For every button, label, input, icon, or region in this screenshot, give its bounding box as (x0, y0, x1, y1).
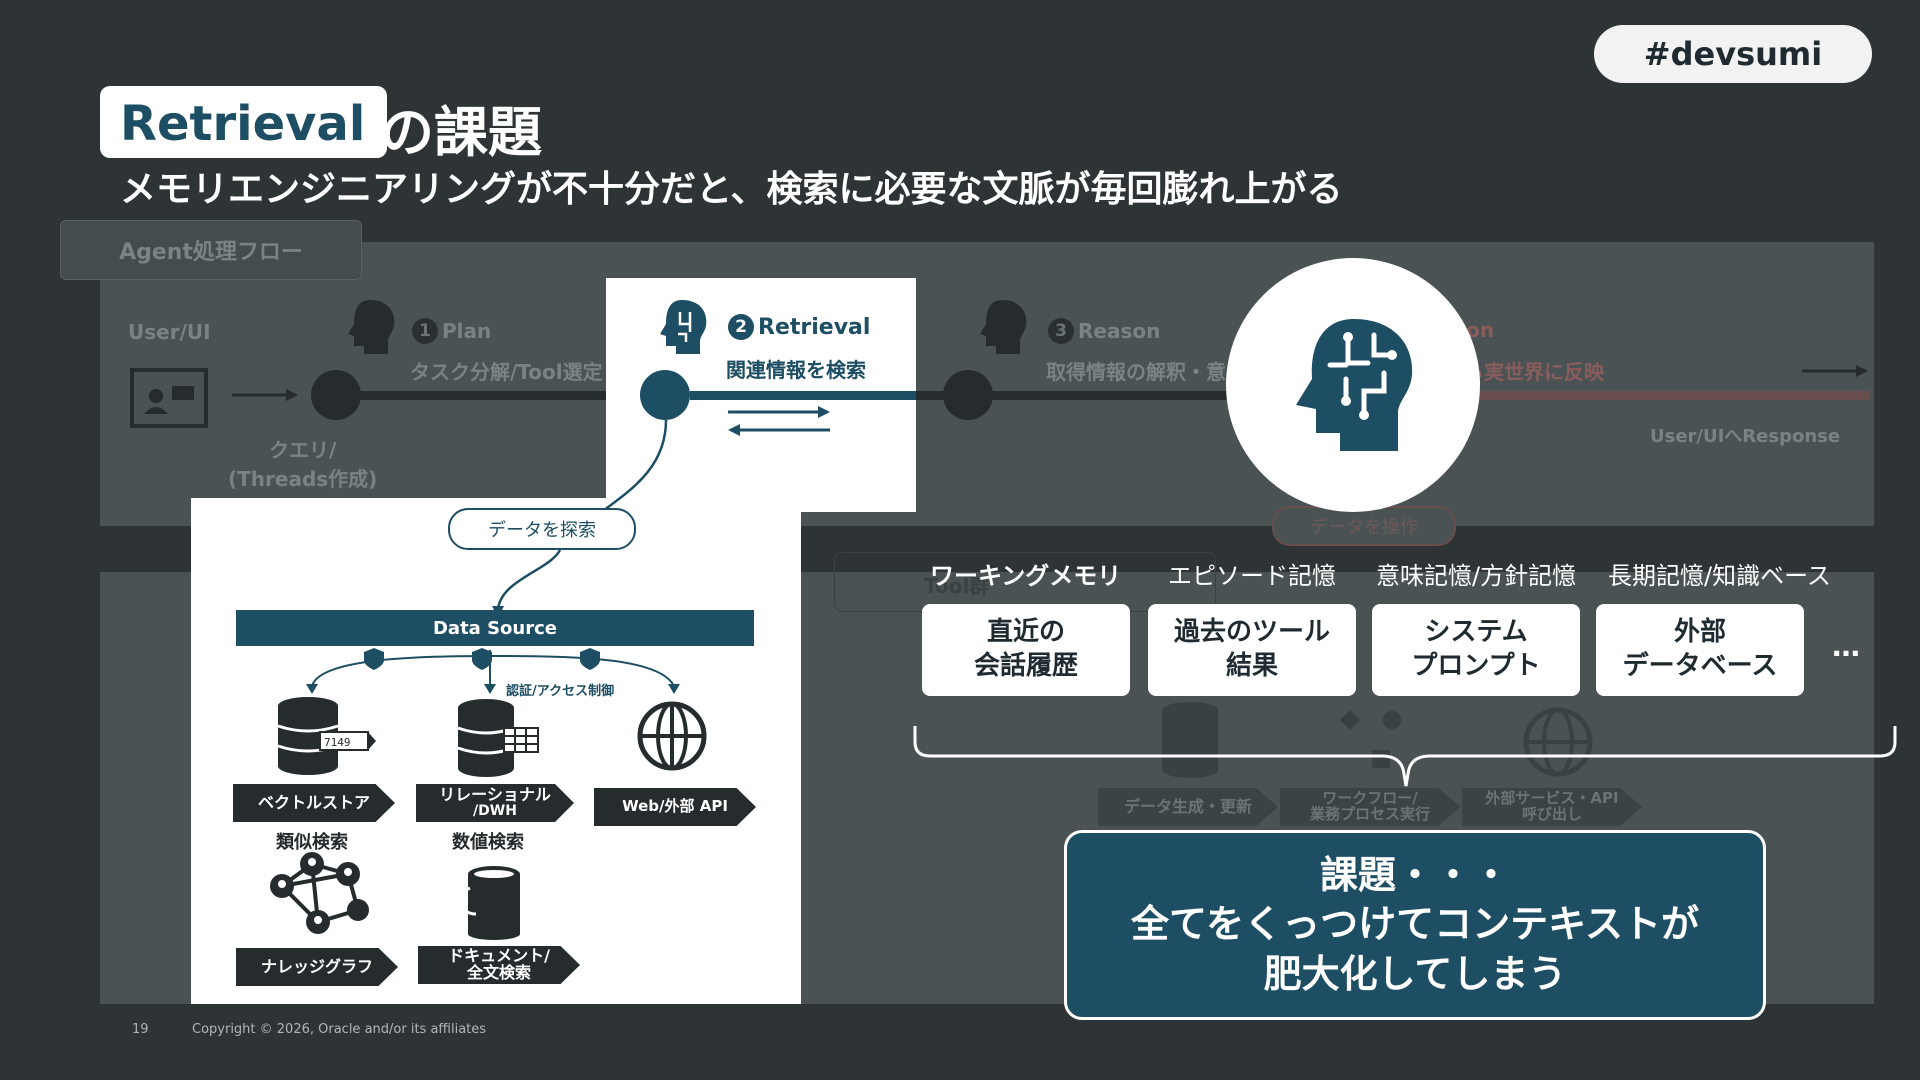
memory-brain-circle (1226, 258, 1480, 512)
relational-label: リレーショナル/DWH (416, 784, 574, 822)
vector-caption: 類似検索 (276, 832, 348, 853)
page-number: 19 (132, 1022, 149, 1037)
data-gen-label: データ生成・更新 (1098, 788, 1278, 826)
memory-category-semantic: 意味記憶/方針記憶 (1376, 562, 1577, 590)
flow-line-4 (1480, 391, 1870, 400)
reason-node (943, 370, 993, 420)
db-refresh-icon (1162, 702, 1218, 778)
globe-icon (637, 701, 707, 771)
query-arrow-icon (232, 389, 298, 401)
operate-data-label: データを操作 (1272, 506, 1456, 546)
vector-store-label: ベクトルストア (233, 784, 395, 822)
knowledge-graph-icon (270, 852, 369, 934)
memory-box-past-tool-results: 過去のツール結果 (1148, 604, 1356, 696)
retrieval-brain-icon (660, 300, 707, 354)
exchange-arrows-icon (728, 406, 830, 436)
auth-label: 認証/アクセス制御 (506, 684, 615, 699)
flow-line-1 (336, 391, 640, 400)
grouping-brace (913, 726, 1897, 787)
plan-sub: タスク分解/Tool選定 (410, 360, 603, 384)
brain-icon (1296, 319, 1413, 451)
document-label: ドキュメント/全文検索 (418, 946, 580, 984)
memory-category-episodic: エピソード記憶 (1168, 562, 1336, 590)
more-indicator: … (1832, 630, 1864, 663)
user-screen-icon (130, 368, 208, 428)
memory-category-longterm: 長期記憶/知識ベース (1608, 562, 1831, 590)
document-jar-icon (459, 866, 520, 940)
relational-db-icon (457, 699, 539, 777)
flow-line-3 (916, 391, 1228, 400)
title-highlight-pill: Retrieval (100, 86, 387, 158)
retrieval-node (640, 370, 690, 420)
retrieval-sub: 関連情報を検索 (726, 358, 866, 382)
response-label: User/UIへResponse (1650, 426, 1841, 447)
web-api-label: Web/外部 API (594, 788, 756, 826)
page-title: の課題 (380, 101, 542, 164)
flow-line-2 (690, 391, 916, 400)
event-tag: #devsumi (1594, 25, 1872, 83)
user-label: User/UI (128, 320, 211, 344)
knowledge-graph-label: ナレッジグラフ (236, 948, 398, 986)
relational-caption: 数値検索 (452, 832, 524, 853)
vector-db-icon: 7149 (277, 697, 376, 775)
auth-connectors (306, 648, 680, 694)
title-highlight: Retrieval (120, 96, 366, 152)
tool-label: Tool群 (924, 574, 990, 598)
page-subtitle: メモリエンジニアリングが不十分だと、検索に必要な文脈が毎回膨れ上がる (120, 169, 1343, 210)
response-arrow-icon (1802, 365, 1868, 377)
memory-category-working: ワーキングメモリ (930, 562, 1122, 590)
datasource-header: Data Source (236, 610, 754, 646)
copyright: Copyright © 2026, Oracle and/or its affi… (192, 1022, 487, 1037)
memory-box-recent-conversation: 直近の会話履歴 (922, 604, 1130, 696)
query-label: クエリ/ (Threads作成) (228, 438, 378, 491)
reason-brain-icon (980, 300, 1027, 354)
plan-brain-icon (348, 300, 395, 354)
plan-node (311, 370, 361, 420)
workflow-label: ワークフロー/業務プロセス実行 (1280, 788, 1460, 826)
memory-box-system-prompt: システムプロンプト (1372, 604, 1580, 696)
memory-box-external-db: 外部データベース (1596, 604, 1804, 696)
search-data-label: データを探索 (448, 508, 636, 550)
issue-callout: 課題・・・ 全てをくっつけてコンテキストが 肥大化してしまう (1064, 830, 1766, 1020)
flow-label: Agent処理フロー (60, 220, 362, 280)
vector-number: 7149 (324, 736, 351, 749)
faded-globe-icon (1523, 707, 1593, 777)
reason-sub: 取得情報の解釈・意 (1046, 360, 1226, 384)
